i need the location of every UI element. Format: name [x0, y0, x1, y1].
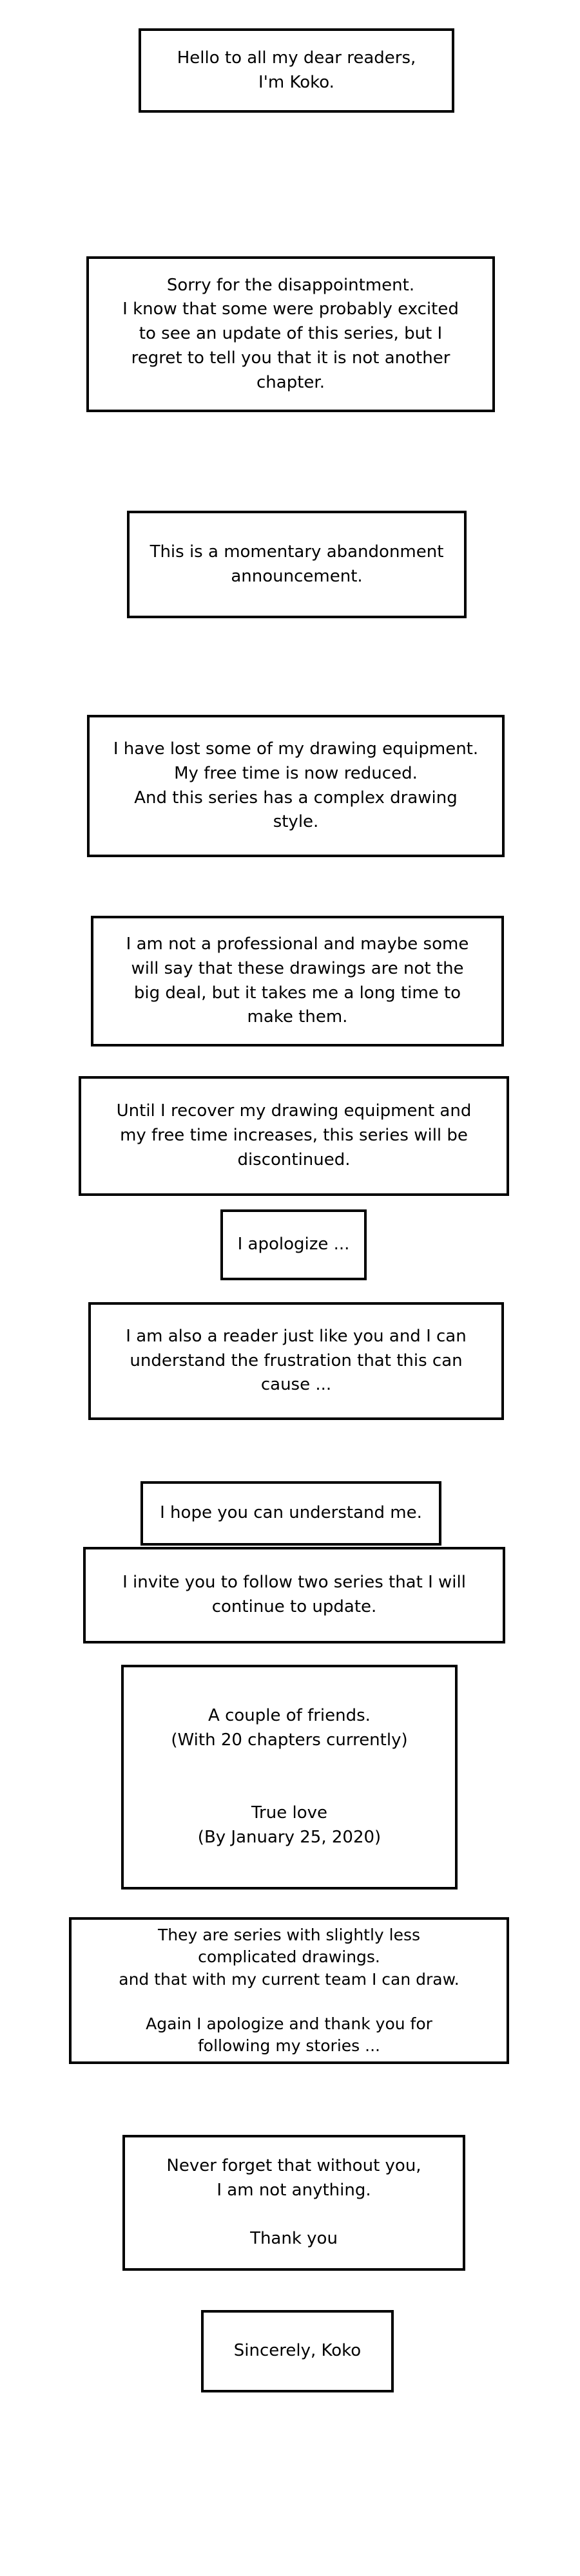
box-hope-understand: I hope you can understand me. [140, 1481, 441, 1546]
box-apologize: I apologize ... [220, 1209, 367, 1280]
box-discontinued: Until I recover my drawing equipment and… [79, 1076, 509, 1196]
box-not-professional: I am not a professional and maybe some w… [91, 916, 504, 1046]
box-reader-too: I am also a reader just like you and I c… [88, 1302, 504, 1420]
box-reasons: I have lost some of my drawing equipment… [87, 715, 505, 857]
box-disappointment: Sorry for the disappointment. I know tha… [86, 256, 495, 412]
box-never-forget: Never forget that without you, I am not … [122, 2135, 465, 2271]
box-announcement: This is a momentary abandonment announce… [127, 511, 467, 618]
box-less-complicated: They are series with slightly less compl… [69, 1917, 509, 2064]
box-signature: Sincerely, Koko [201, 2310, 394, 2392]
box-invite: I invite you to follow two series that I… [83, 1547, 505, 1643]
box-greeting: Hello to all my dear readers, I'm Koko. [139, 28, 454, 113]
box-series-list: A couple of friends. (With 20 chapters c… [121, 1665, 458, 1889]
